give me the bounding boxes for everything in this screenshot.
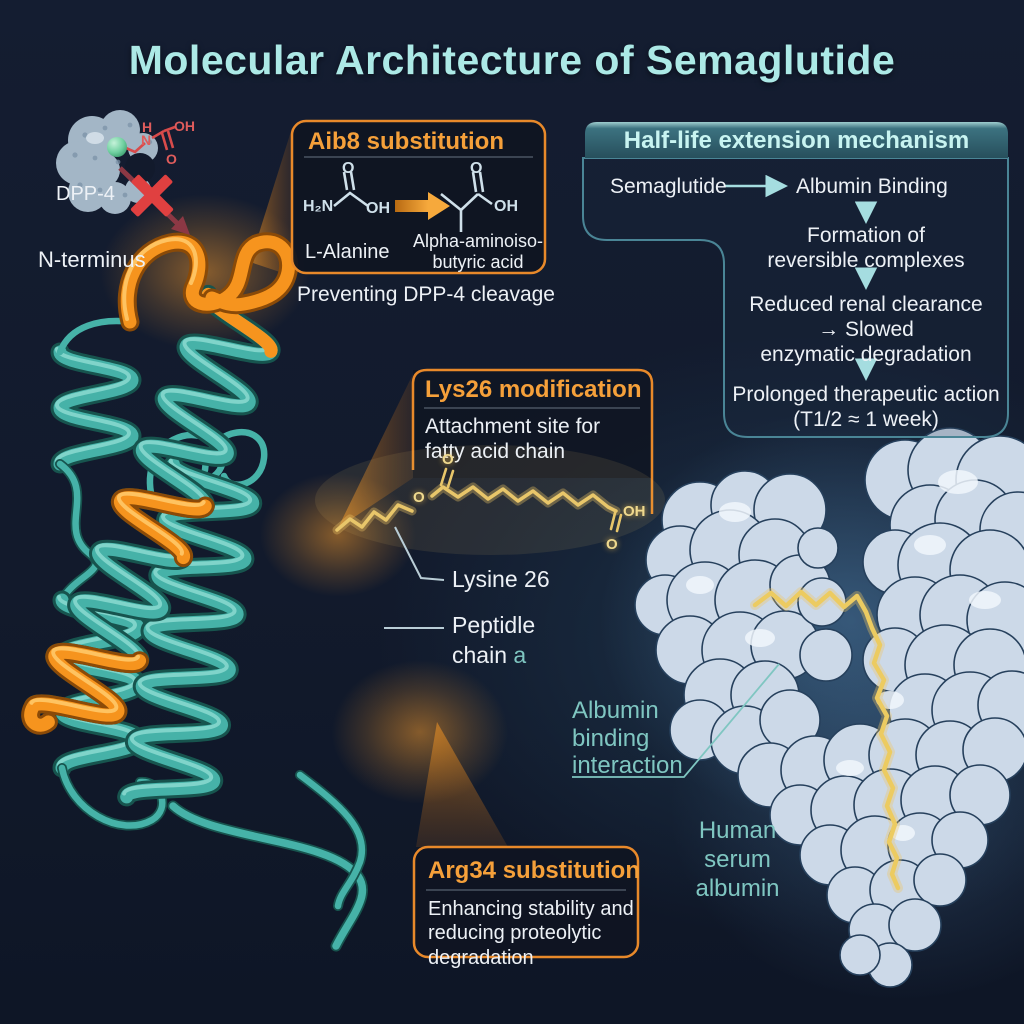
halflife-title: Half-life extension mechanism xyxy=(623,127,970,154)
lys26-site-glow xyxy=(260,473,416,597)
n-terminus-ribbon xyxy=(117,232,299,332)
nterm-chem-oh: OH xyxy=(174,118,195,134)
nterm-chem-n: N xyxy=(141,132,152,148)
halflife-panel-header xyxy=(585,122,1008,158)
lys26-box xyxy=(411,368,654,514)
linker-sphere xyxy=(107,137,127,157)
halflife-step4: Prolonged therapeutic action (T1/2 ≈ 1 w… xyxy=(732,383,1000,431)
halflife-start: Semaglutide xyxy=(610,175,727,198)
peptide-chain-label: Peptidle chain a xyxy=(452,612,536,668)
fatty-carbonyl-o: O xyxy=(442,451,454,468)
n-terminus-label: N-terminus xyxy=(38,247,146,272)
dpp4-label: DPP-4 xyxy=(56,183,115,205)
halflife-step3: Reduced renal clearance → Slowed enzymat… xyxy=(749,293,983,366)
albumin-binding-label: Albumin binding interaction xyxy=(572,697,683,780)
aib8-caption: Preventing DPP-4 cleavage xyxy=(297,283,555,306)
lys26-desc: Attachment site for fatty acid chain xyxy=(425,415,601,463)
halflife-albumin-binding: Albumin Binding xyxy=(796,175,948,198)
halflife-flow-arrows xyxy=(725,174,878,381)
halflife-step2: Formation of reversible complexes xyxy=(767,224,965,272)
arg34-box xyxy=(412,845,640,959)
arg34-site-glow xyxy=(332,660,508,804)
substitution-arrow xyxy=(395,192,450,220)
fatty-acid-chain xyxy=(315,445,665,555)
halflife-panel-body xyxy=(582,157,1009,438)
red-x-icon xyxy=(130,174,174,217)
arg34-title: Arg34 substitution xyxy=(428,857,641,884)
aib8-left-o: O xyxy=(342,160,355,177)
peptide-helix-diagonal xyxy=(21,284,281,735)
leader-lines xyxy=(384,526,780,778)
aib8-amine: H₂N xyxy=(303,198,334,215)
peptide-helix-center xyxy=(117,428,368,952)
n-terminus-chemical-structure xyxy=(125,125,176,154)
lysine26-label: Lysine 26 xyxy=(452,566,550,592)
human-serum-albumin-label: Human serum albumin xyxy=(695,817,780,902)
human-serum-albumin-surface xyxy=(634,427,1024,988)
aib8-left-oh: OH xyxy=(366,200,390,217)
bound-fatty-acid-chain xyxy=(750,587,903,893)
nterm-chem-h: H xyxy=(142,119,153,135)
fatty-oh: OH xyxy=(623,503,646,520)
albumin-surface-highlights xyxy=(686,470,1001,841)
nterm-chem-o: O xyxy=(166,151,177,167)
lys26-title: Lys26 modification xyxy=(425,376,642,403)
page-title: Molecular Architecture of Semaglutide xyxy=(128,37,896,83)
aib8-right-name: Alpha-aminoiso- butyric acid xyxy=(412,231,544,273)
aib-structure xyxy=(440,171,493,232)
aib8-right-o: O xyxy=(470,160,483,177)
aib8-title: Aib8 substitution xyxy=(308,128,504,155)
fatty-ester-o: O xyxy=(413,489,425,506)
aib8-right-oh: OH xyxy=(494,198,518,215)
arg34-desc: Enhancing stability and reducing proteol… xyxy=(428,898,634,969)
l-alanine-structure xyxy=(333,171,369,208)
chain-id: a xyxy=(513,641,527,668)
aib8-left-name: L-Alanine xyxy=(305,241,390,263)
aib8-box xyxy=(290,119,547,275)
fatty-acid-o: O xyxy=(606,536,618,553)
